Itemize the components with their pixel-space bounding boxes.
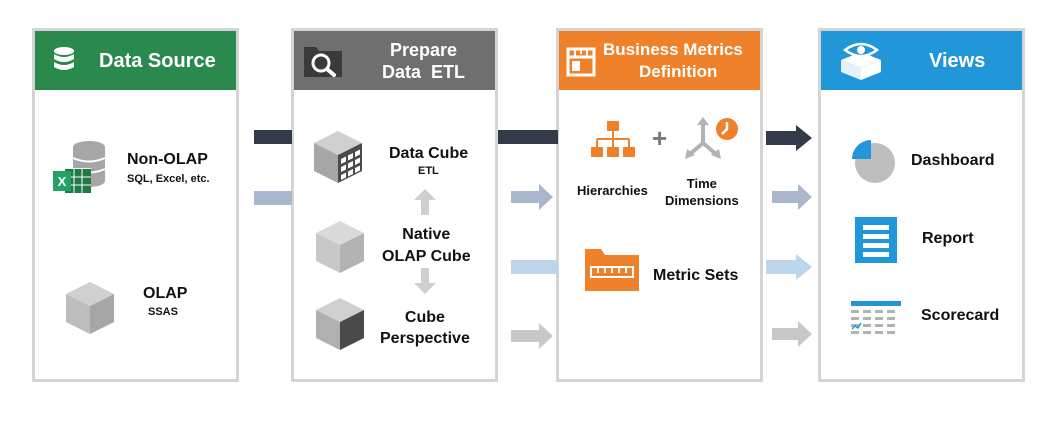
arrow-steel-2 [511, 184, 553, 210]
prepare-panel: Prepare Data ETL Data Cube ETL [291, 28, 498, 382]
report-label: Report [922, 230, 974, 247]
folder-search-icon [294, 31, 352, 90]
non-olap-icon: X [49, 138, 111, 196]
native-line1: Native [402, 226, 451, 243]
views-header: Views [821, 31, 1022, 90]
metrics-panel: Business Metrics Definition + [556, 28, 763, 382]
time-line2: Dimensions [665, 193, 739, 208]
scorecard-label: Scorecard [921, 307, 1000, 324]
time-dimension-icon [683, 115, 741, 163]
plus-sign: + [652, 123, 668, 153]
data-source-title: Data Source [99, 49, 216, 72]
native-line2: OLAP Cube [382, 248, 471, 265]
arrow-dark-3 [766, 125, 812, 151]
hierarchies-label: Hierarchies [577, 183, 648, 198]
arrow-up-icon [414, 189, 436, 215]
non-olap-label: Non-OLAP [127, 151, 208, 168]
arrow-gray-3 [772, 321, 812, 347]
time-dimensions-label: Time Dimensions [665, 175, 739, 209]
perspective-label: Cube Perspective [380, 307, 470, 349]
metrics-header: Business Metrics Definition [559, 31, 760, 90]
arrow-lightblue-3 [766, 254, 812, 280]
connector-dark-1 [254, 130, 292, 144]
connector-lightblue-2 [511, 260, 558, 274]
eye-cube-icon [821, 31, 901, 90]
metrics-title: Business Metrics Definition [603, 39, 760, 83]
time-line1: Time [686, 176, 717, 191]
data-source-header: Data Source [35, 31, 236, 90]
views-title: Views [929, 49, 986, 72]
connector-steel-1 [254, 191, 292, 205]
native-cube-label: Native OLAP Cube [382, 224, 471, 268]
prepare-title-line2: Data ETL [381, 61, 465, 82]
dashboard-pie-icon [851, 139, 897, 185]
svg-text:X: X [58, 174, 67, 189]
report-icon [855, 217, 897, 263]
metric-sets-folder-icon [585, 245, 639, 291]
data-cube-sub: ETL [418, 165, 439, 177]
scorecard-table-icon [851, 301, 901, 335]
ruler-window-icon [559, 31, 603, 90]
data-cube-label: Data Cube [389, 145, 469, 162]
database-icon [35, 31, 93, 90]
metric-sets-label: Metric Sets [653, 267, 739, 284]
metrics-title-line2: Definition [639, 61, 718, 81]
olap-cube-icon [64, 280, 116, 336]
views-panel: Views Dashboard Report [818, 28, 1025, 382]
prepare-header: Prepare Data ETL [294, 31, 495, 90]
olap-label: OLAP [143, 285, 188, 302]
prepare-title: Prepare Data ETL [352, 39, 495, 83]
connector-dark-2 [498, 130, 558, 144]
olap-sub: SSAS [148, 306, 178, 318]
arrow-gray-2 [511, 323, 553, 349]
metrics-title-line1: Business Metrics [603, 39, 743, 59]
arrow-steel-3 [772, 184, 812, 210]
data-cube-grid-icon [312, 129, 364, 185]
perspective-cube-icon [314, 296, 366, 352]
non-olap-sub: SQL, Excel, etc. [127, 173, 210, 185]
hierarchy-icon [589, 119, 637, 163]
perspective-line2: Perspective [380, 330, 470, 347]
prepare-title-line1: Prepare [389, 39, 458, 60]
data-source-panel: Data Source X Non-OLAP SQL, Excel, etc. [32, 28, 239, 382]
arrow-down-icon [414, 268, 436, 294]
perspective-line1: Cube [404, 309, 445, 326]
dashboard-label: Dashboard [911, 152, 995, 169]
native-cube-icon [314, 219, 366, 275]
